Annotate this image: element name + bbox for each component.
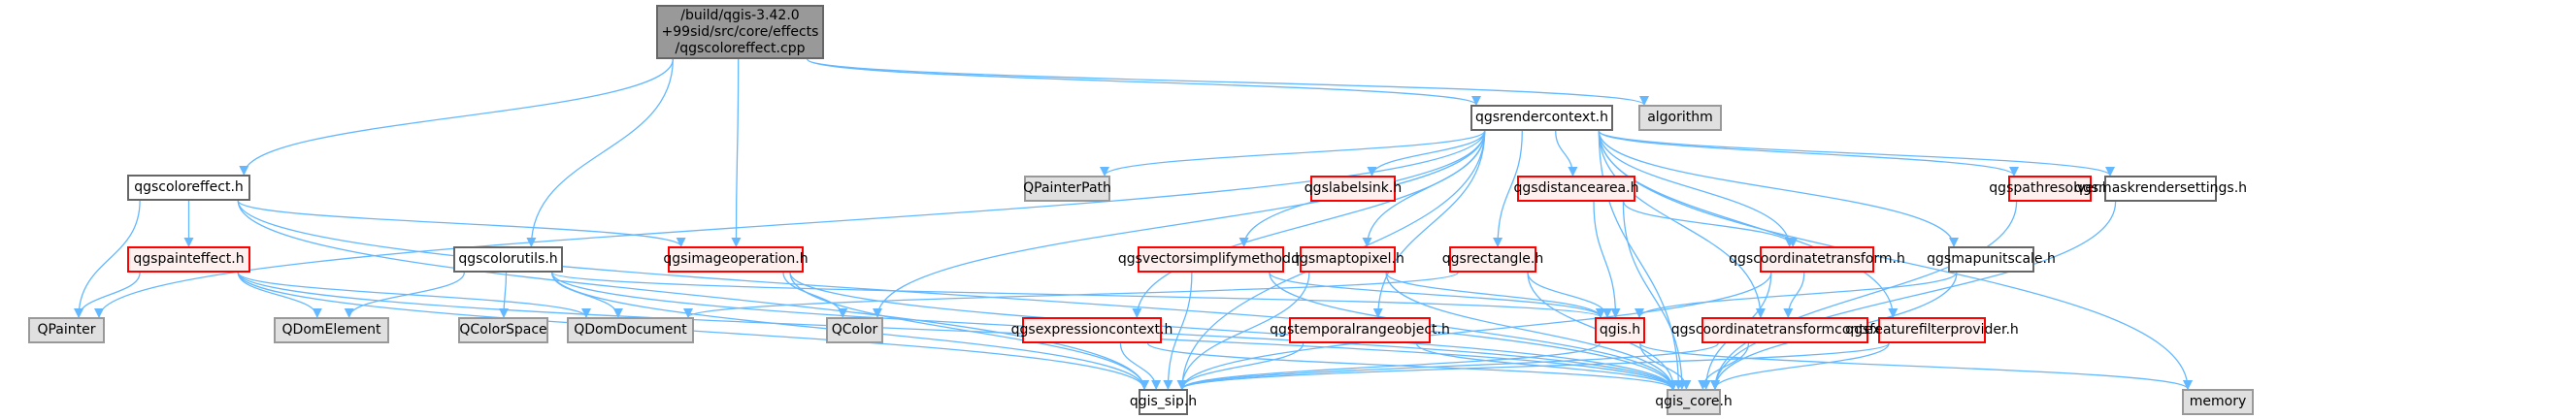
edge-qgscoloreffect_h-to-QPainter: [74, 200, 141, 318]
node-qgsdistancearea-h[interactable]: qgsdistancearea.h: [1514, 176, 1638, 202]
node-qgis-h[interactable]: qgis.h: [1595, 317, 1645, 343]
edge-root-to-qgsrendercontext_h: [807, 58, 1481, 106]
node-qdomelement[interactable]: QDomElement: [274, 317, 389, 343]
edge-qgsrendercontext_h-to-qgsmaskrendersettings_h: [1598, 130, 2115, 177]
edge-qgsrendercontext_h-to-qgscoordinatetransformcontext_h: [1598, 130, 1766, 318]
edge-qgsrendercontext_h-to-qgsrectangle_h: [1493, 130, 1523, 247]
edge-qgspainteffect_h-to-QDomElement: [237, 272, 322, 318]
node-qgsfeaturefilterprovider-h[interactable]: qgsfeaturefilterprovider.h: [1845, 317, 2019, 343]
edge-root-to-qgscoloreffect_h: [239, 58, 674, 176]
edge-qgscoordinatetransformcontext_h-to-qgis_sip_h: [1177, 342, 1719, 390]
node-qgsmapunitscale-h[interactable]: qgsmapunitscale.h: [1927, 246, 2056, 273]
edge-qgsrendercontext_h-to-qgsfeaturefilterprovider_h: [1598, 130, 1899, 318]
edge-qgsrendercontext_h-to-qgscoordinatetransform_h: [1598, 130, 1795, 247]
edge-qgsfeaturefilterprovider_h-to-qgis_sip_h: [1177, 342, 1890, 390]
node-qgspainteffect-h[interactable]: qgspainteffect.h: [127, 246, 250, 273]
root-path-line-2: +99sid/src/core/effects: [661, 23, 819, 40]
node-qgsvectorsimplifymethod-h[interactable]: qgsvectorsimplifymethod.h: [1118, 246, 1304, 273]
edge-qgsrendercontext_h-to-qgsdistancearea_h: [1555, 130, 1578, 177]
node-qgsmaptopixel-h[interactable]: qgsmaptopixel.h: [1291, 246, 1404, 273]
edge-qgspathresolver_h-to-qgis_core_h: [1710, 201, 2018, 390]
edge-qgsmaskrendersettings_h-to-qgis_core_h: [1710, 201, 2117, 390]
edge-qgscolorutils_h-to-QDomElement: [344, 272, 465, 318]
node-qgscolorutils-h[interactable]: qgscolorutils.h: [453, 246, 563, 273]
edge-qgscoloreffect_h-to-qgis_core_h: [237, 200, 1677, 390]
edge-qgsvectorsimplifymethod_h-to-qgis_h: [1269, 272, 1605, 318]
node-qgscoordinatetransformcontext-h[interactable]: qgscoordinatetransformcontext.h: [1671, 317, 1899, 343]
edge-qgsdistancearea_h-to-qgis_core_h: [1622, 201, 1687, 390]
edge-root-to-qgscolorutils_h: [526, 58, 674, 247]
root-path-line-1: /build/qgis-3.42.0: [680, 7, 800, 23]
node-qpainterpath[interactable]: QPainterPath: [1023, 176, 1111, 202]
node-qgis-core-h[interactable]: qgis_core.h: [1655, 389, 1733, 415]
edge-qgsimageoperation_h-to-qgis_sip_h: [789, 272, 1149, 390]
node-qgsmaskrendersettings-h[interactable]: qgsmaskrendersettings.h: [2074, 176, 2247, 202]
node-qgis-sip-h[interactable]: qgis_sip.h: [1130, 389, 1197, 415]
node-qgslabelsink-h[interactable]: qgslabelsink.h: [1305, 176, 1402, 202]
node-qgsexpressioncontext-h[interactable]: qgsexpressioncontext.h: [1011, 317, 1172, 343]
node-qgsrectangle-h[interactable]: qgsrectangle.h: [1442, 246, 1543, 273]
edge-qgsrectangle_h-to-QDomDocument: [683, 272, 1459, 318]
node-memory[interactable]: memory: [2182, 389, 2254, 415]
edge-qgsrendercontext_h-to-qgslabelsink_h: [1367, 130, 1486, 177]
edge-qgscolorutils_h-to-QColorSpace: [499, 272, 510, 318]
node-qgsrendercontext-h[interactable]: qgsrendercontext.h: [1470, 105, 1613, 131]
edge-qgsimageoperation_h-to-QColor: [782, 272, 848, 318]
edge-qgsrendercontext_h-to-qgsexpressioncontext_h: [1132, 130, 1486, 318]
edge-qgsrendercontext_h-to-qgstemporalrangeobject_h: [1372, 130, 1486, 318]
edge-qgsdistancearea_h-to-qgis_h: [1593, 201, 1621, 318]
edge-qgsrendercontext_h-to-QColor: [873, 130, 1486, 318]
edge-qgis_h-to-qgis_core_h: [1639, 342, 1692, 390]
node-qdomdocument[interactable]: QDomDocument: [567, 317, 694, 343]
node-qcolor[interactable]: QColor: [826, 317, 883, 343]
node-qgscoordinatetransform-h[interactable]: qgscoordinatetransform.h: [1729, 246, 1905, 273]
edge-root-to-algorithm: [807, 58, 1649, 106]
edge-qgsrendercontext_h-to-qgspathresolver_h: [1598, 130, 2019, 177]
edge-qgscoloreffect_h-to-qgsimageoperation_h: [237, 200, 686, 247]
node-qgsimageoperation-h[interactable]: qgsimageoperation.h: [663, 246, 809, 273]
edge-qgsrendercontext_h-to-QPainter: [94, 130, 1486, 318]
edge-qgsrectangle_h-to-qgis_h: [1527, 272, 1612, 318]
edge-qgsmaptopixel_h-to-qgis_core_h: [1385, 272, 1677, 390]
edge-qgsmaptopixel_h-to-qgis_h: [1385, 272, 1605, 318]
edge-qgspainteffect_h-to-qgis_core_h: [237, 272, 1677, 390]
root-path-line-3: /qgscoloreffect.cpp: [675, 40, 806, 56]
edge-qgis_h-to-qgis_sip_h: [1177, 342, 1601, 390]
edge-qgscoordinatetransformcontext_h-to-qgis_core_h: [1698, 342, 1750, 390]
edge-root-to-qgsimageoperation_h: [731, 58, 742, 247]
edge-qgsmaptopixel_h-to-qgis_sip_h: [1176, 272, 1310, 390]
edge-qgsfeaturefilterprovider_h-to-qgis_core_h: [1710, 342, 1890, 390]
edge-qgsrendercontext_h-to-QPainterPath: [1100, 130, 1486, 177]
edge-qgspainteffect_h-to-QPainter: [74, 272, 141, 318]
edge-qgsmapunitscale_h-to-qgis_h: [1635, 272, 1958, 318]
node-qgstemporalrangeobject-h[interactable]: qgstemporalrangeobject.h: [1270, 317, 1450, 343]
edge-qgsrendercontext_h-to-qgis_core_h: [1598, 130, 1684, 390]
node-qcolorspace[interactable]: QColorSpace: [458, 317, 548, 343]
edge-qgsvectorsimplifymethod_h-to-qgis_sip_h: [1163, 272, 1193, 390]
node-algorithm[interactable]: algorithm: [1638, 105, 1722, 131]
edge-qgis_h-to-memory: [1639, 342, 2193, 390]
edge-qgsrendercontext_h-to-qgsmapunitscale_h: [1598, 130, 1959, 247]
edge-qgscoordinatetransform_h-to-qgis_sip_h: [1177, 272, 1772, 390]
node-qgspathresolver-h[interactable]: qgspathresolver.h: [1989, 176, 2111, 202]
edge-qgspainteffect_h-to-QDomDocument: [237, 272, 591, 318]
edge-qgsimageoperation_h-to-qgis_core_h: [789, 272, 1677, 390]
edge-qgsdistancearea_h-to-qgscoordinatetransform_h: [1623, 201, 1799, 247]
node-qpainter[interactable]: QPainter: [28, 317, 105, 343]
edge-qgscoloreffect_h-to-qgis_sip_h: [237, 200, 1149, 390]
node-qgscoloreffect-h[interactable]: qgscoloreffect.h: [127, 175, 250, 201]
edge-qgsexpressioncontext_h-to-qgis_sip_h: [1119, 342, 1162, 390]
edge-qgsexpressioncontext_h-to-qgis_core_h: [1146, 342, 1677, 390]
root-file-node[interactable]: /build/qgis-3.42.0 +99sid/src/core/effec…: [656, 5, 824, 59]
